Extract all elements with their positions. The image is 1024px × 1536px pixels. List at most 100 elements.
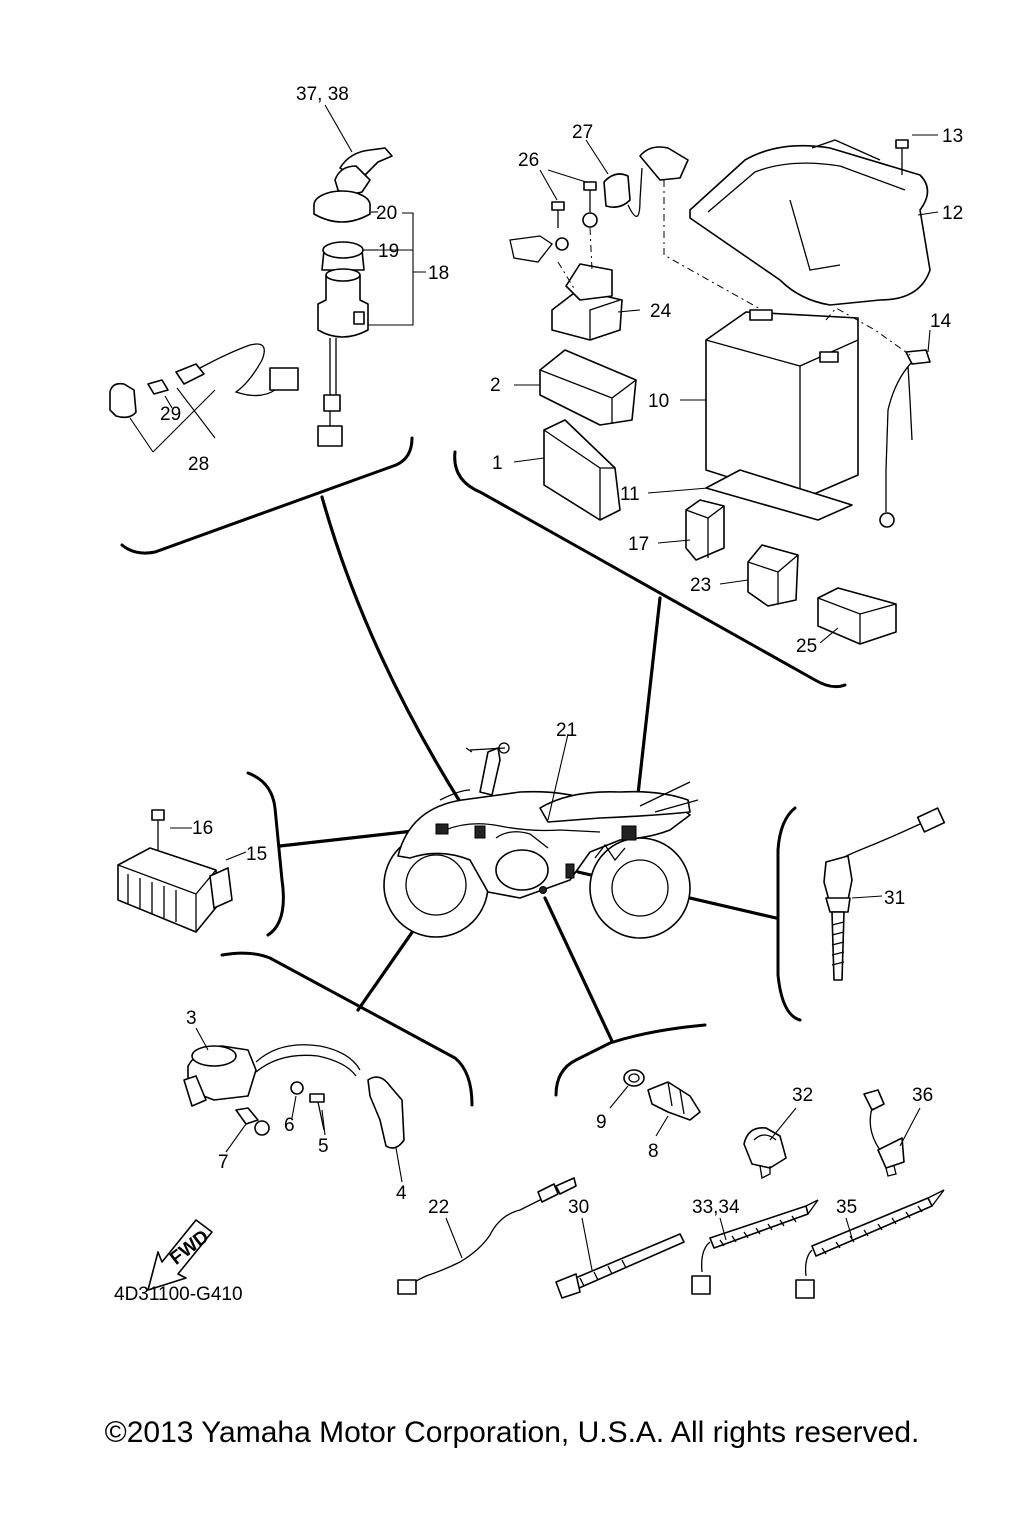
part-1 <box>543 419 621 521</box>
callout-10: 10 <box>648 391 669 412</box>
callout-28: 28 <box>188 454 209 475</box>
atv-coil-marker <box>474 825 486 839</box>
atv-rear-rim <box>611 859 669 917</box>
battery <box>705 311 859 501</box>
switch-connector <box>916 807 946 833</box>
callout-21: 21 <box>556 720 577 741</box>
cable-tie-35 <box>811 1197 933 1257</box>
callout-26: 26 <box>518 150 539 171</box>
part-29 <box>147 379 169 395</box>
callout-14: 14 <box>930 311 952 332</box>
main-switch-group <box>109 104 426 453</box>
clamp-36 <box>863 1089 885 1111</box>
lead-wire-22 <box>405 1191 561 1287</box>
bracket-coil-group <box>220 951 474 1107</box>
callout-labels: 37, 38 20 19 18 29 28 27 26 13 12 24 14 … <box>114 84 963 1305</box>
callout-15: 15 <box>246 844 267 865</box>
atv-rectifier-marker <box>435 823 449 835</box>
callout-17: 17 <box>628 534 649 555</box>
cap-27 <box>603 173 631 208</box>
switch-group <box>823 807 946 981</box>
callout-19: 19 <box>378 241 399 262</box>
rectifier-group <box>117 809 247 933</box>
callout-20: 20 <box>376 203 397 224</box>
callout-5: 5 <box>318 1136 329 1157</box>
bolt-5 <box>309 1093 325 1103</box>
ignition-coil-group <box>183 1027 405 1183</box>
callout-23: 23 <box>690 575 711 596</box>
bolt-26b <box>583 181 597 191</box>
callout-12: 12 <box>942 203 963 224</box>
callout-11: 11 <box>620 484 640 505</box>
callout-30: 30 <box>568 1197 589 1218</box>
atv-front-rim <box>405 854 467 916</box>
atv-sensor-marker <box>539 886 547 894</box>
callout-22: 22 <box>428 1197 449 1218</box>
atv-seat <box>539 790 691 823</box>
bracket-rectifier-group <box>246 771 285 937</box>
atv-wire-harness <box>444 823 601 833</box>
callout-33-34: 33,34 <box>692 1197 740 1218</box>
callout-3: 3 <box>186 1008 197 1029</box>
callout-8: 8 <box>648 1141 659 1162</box>
battery-mat <box>705 469 853 521</box>
callout-2: 2 <box>490 375 501 396</box>
switch-31 <box>823 855 853 905</box>
main-switch-connector <box>317 425 343 447</box>
relay-23 <box>747 544 799 607</box>
part-2 <box>539 349 637 426</box>
sensor-group <box>609 1069 701 1137</box>
bolt-13 <box>895 139 909 149</box>
connector-line-sensor <box>543 896 614 1043</box>
bracket-switch-group <box>776 806 802 1022</box>
part-17 <box>685 499 725 561</box>
washer-9 <box>623 1069 645 1087</box>
atv-handlebar-post <box>479 747 501 796</box>
callout-13: 13 <box>942 126 963 147</box>
callout-1: 1 <box>492 453 503 474</box>
bolt-7b <box>254 1120 270 1136</box>
socket-connector <box>269 367 299 391</box>
copyright-notice: ©2013 Yamaha Motor Corporation, U.S.A. A… <box>104 1416 920 1449</box>
diagram-code: 4D31100-G410 <box>114 1284 243 1305</box>
callout-31: 31 <box>884 888 905 909</box>
clamps-group <box>397 733 945 1299</box>
main-switch-body <box>317 274 369 338</box>
callout-4: 4 <box>396 1183 407 1204</box>
callout-29: 29 <box>160 404 181 425</box>
atv-battery-marker <box>621 825 637 841</box>
washer-6 <box>290 1081 304 1095</box>
atv-illustration <box>383 742 699 939</box>
battery-lead <box>905 349 931 365</box>
bracket-ignition-group <box>120 436 414 555</box>
bracket-electrical-group <box>453 450 847 689</box>
cap-part-28 <box>109 382 137 419</box>
callout-16: 16 <box>192 818 213 839</box>
rectifier-regulator <box>117 847 219 933</box>
clamp-32 <box>743 1127 787 1169</box>
atv-switch-marker <box>565 863 575 879</box>
socket-part <box>175 363 205 385</box>
atv-rear-wheel <box>589 837 691 939</box>
electrical-group <box>509 134 939 645</box>
callout-9: 9 <box>596 1112 607 1133</box>
group-brackets <box>120 436 847 1107</box>
battery-terminal-cap <box>639 146 689 181</box>
callout-7: 7 <box>218 1152 229 1173</box>
bolt-16 <box>151 809 165 821</box>
spark-plug-cap <box>367 1076 405 1149</box>
bolt-26a <box>551 201 565 211</box>
callout-24: 24 <box>650 301 672 322</box>
callout-27: 27 <box>572 122 593 143</box>
band-30 <box>565 1233 685 1293</box>
sensor-8 <box>647 1081 701 1121</box>
fwd-arrow: FWD <box>147 1219 213 1291</box>
bracket-sensor-group <box>554 1023 707 1097</box>
callout-36: 36 <box>912 1085 933 1106</box>
callout-6: 6 <box>284 1115 295 1136</box>
callout-32: 32 <box>792 1085 813 1106</box>
bolt-7a <box>235 1107 259 1125</box>
callout-37-38: 37, 38 <box>296 84 349 105</box>
callout-18: 18 <box>428 263 449 284</box>
